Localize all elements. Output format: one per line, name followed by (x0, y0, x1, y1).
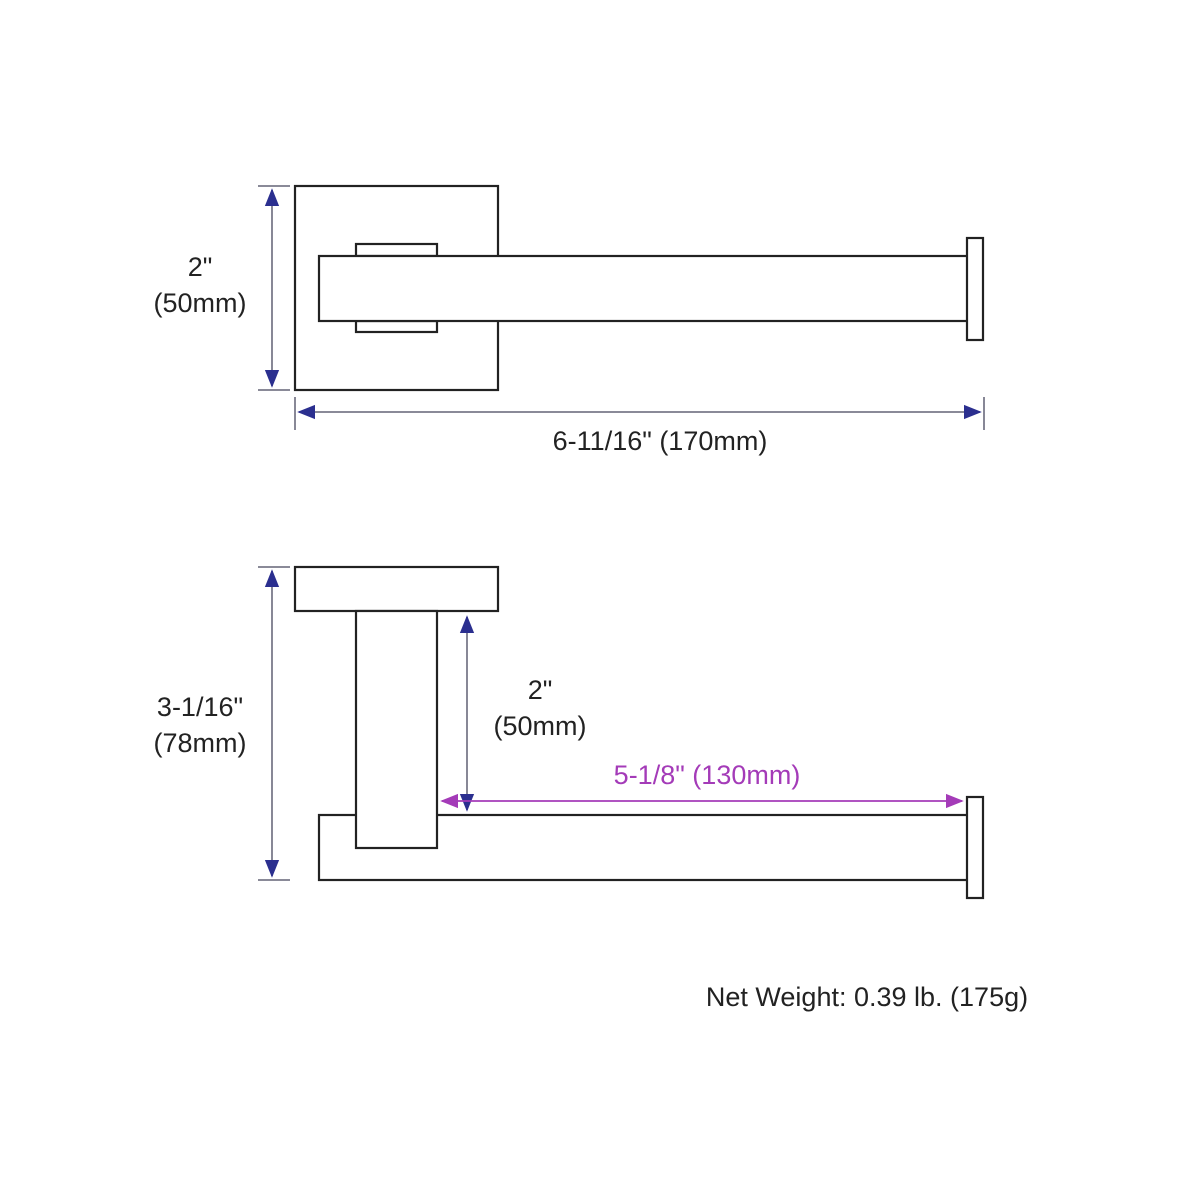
side-view (293, 565, 985, 900)
top-width-label: 6-11/16" (170mm) (552, 426, 768, 456)
bar-length-label: 5-1/8" (130mm) (613, 760, 801, 790)
net-weight: Net Weight: 0.39 lb. (175g) (705, 982, 1029, 1012)
bar (317, 254, 970, 323)
tab-top (354, 242, 439, 258)
top-height-mm: (50mm) (153, 288, 247, 318)
end-cap (965, 236, 985, 342)
post (354, 609, 439, 850)
projection-mm: (50mm) (493, 711, 587, 741)
side-dimensions (258, 566, 964, 881)
side-height-inches: 3-1/16" (156, 692, 244, 722)
projection-inches: 2" (527, 675, 553, 705)
top-height-inches: 2" (187, 252, 213, 282)
wall-plate-side (293, 565, 500, 613)
tab-bottom (354, 319, 439, 334)
top-view (293, 184, 985, 392)
side-height-mm: (78mm) (153, 728, 247, 758)
top-dimensions (258, 185, 985, 430)
end-cap-side (965, 795, 985, 900)
